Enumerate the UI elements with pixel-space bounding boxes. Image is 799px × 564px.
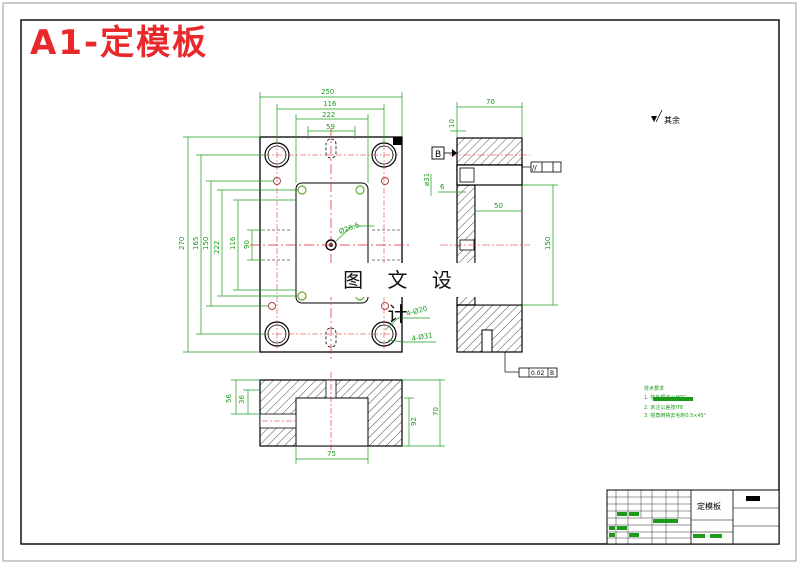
pocket-outline bbox=[295, 182, 369, 304]
dim-10: 10 bbox=[448, 119, 456, 128]
dim-116-vert: 116 bbox=[229, 236, 237, 250]
bottom-view-dimensions bbox=[231, 379, 445, 464]
dim-222-vert: 222 bbox=[213, 241, 221, 254]
tech-req-heading: 技术要求 bbox=[644, 385, 664, 392]
dim-250: 250 bbox=[321, 88, 334, 96]
dim-6: 6 bbox=[440, 183, 445, 191]
bottom-cavity bbox=[295, 397, 369, 447]
slot-top bbox=[325, 138, 337, 159]
bore-label: Ø26.5 bbox=[338, 221, 361, 236]
bottom-view-dim-text: 56 36 92 70 75 bbox=[225, 394, 440, 458]
dim-59: 59 bbox=[326, 123, 335, 131]
hole-label-2: 4-Ø31 bbox=[411, 331, 433, 343]
title-block: 定模板 bbox=[606, 489, 780, 545]
tolerance-parallel-symbol: // bbox=[532, 164, 537, 172]
top-view-dimensions bbox=[183, 92, 436, 353]
dim-92: 92 bbox=[410, 417, 418, 426]
dim-222: 222 bbox=[322, 111, 335, 119]
tolerance-frame-bottom bbox=[518, 367, 558, 378]
drawing-frame bbox=[20, 19, 780, 545]
dim-70-side: 70 bbox=[486, 98, 495, 106]
drawing-title: A1-定模板 bbox=[30, 23, 209, 63]
roughness-note: 其余 bbox=[651, 109, 680, 125]
side-view-dim-text: 70 10 6 ø31 50 150 bbox=[423, 98, 552, 250]
dim-150-top: 150 bbox=[202, 237, 210, 250]
dim-150-side: 150 bbox=[544, 237, 552, 250]
dim-d31: ø31 bbox=[423, 173, 431, 186]
side-view-dimensions bbox=[430, 102, 558, 306]
side-view: B // 0.02 B bbox=[431, 137, 562, 378]
dim-56: 56 bbox=[225, 394, 233, 403]
watermark: 图 文 设 计 bbox=[328, 263, 476, 326]
tech-req-item: 3. 锐角倒钝去毛刺0.5×45° bbox=[644, 412, 707, 419]
tolerance-datum: B bbox=[550, 370, 554, 377]
tolerance-value: 0.02 bbox=[531, 370, 545, 377]
datum-label: B bbox=[435, 150, 441, 160]
dim-75: 75 bbox=[327, 450, 336, 458]
technical-requirements: 技术要求 1. 热处理淬火HRC 2. 未注公差按IT8 3. 锐角倒钝去毛刺0… bbox=[644, 385, 707, 419]
dim-70-bottom: 70 bbox=[432, 407, 440, 416]
dim-116: 116 bbox=[323, 100, 337, 108]
dim-270: 270 bbox=[178, 237, 186, 250]
roughness-text: 其余 bbox=[664, 115, 680, 125]
dim-50-side: 50 bbox=[494, 202, 503, 210]
dim-165: 165 bbox=[192, 237, 200, 250]
corner-notch bbox=[393, 137, 402, 145]
part-name: 定模板 bbox=[697, 501, 721, 511]
dim-90: 90 bbox=[243, 240, 251, 249]
tech-req-item: 2. 未注公差按IT8 bbox=[644, 404, 683, 411]
side-top-block bbox=[456, 137, 523, 166]
dim-36: 36 bbox=[238, 395, 246, 404]
bottom-view bbox=[259, 372, 403, 452]
